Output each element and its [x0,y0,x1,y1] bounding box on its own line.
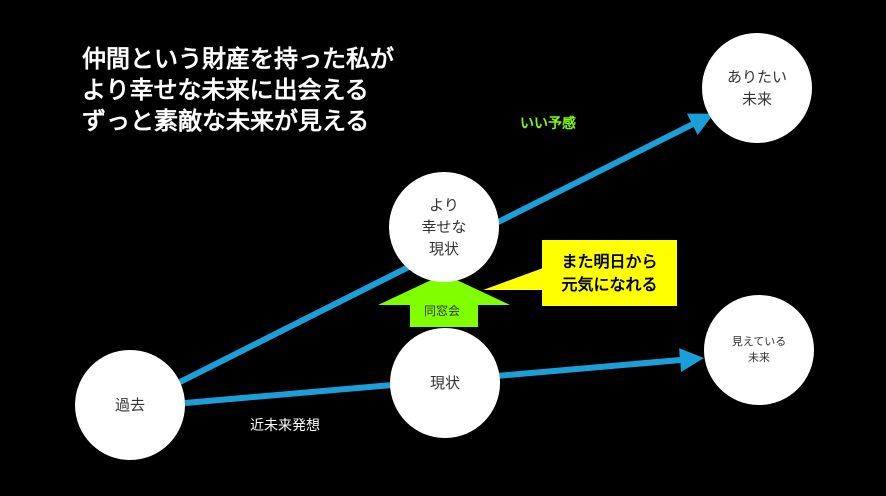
near-future-label: 近未来発想 [250,418,320,434]
node-visible-future: 見えている 未来 [704,295,814,405]
headline: 仲間という財産を持った私が より幸せな未来に出会える ずっと素敵な未来が見える [82,45,394,135]
callout-text: また明日から 元気になれる [561,252,658,294]
good-feeling-label: いい予感 [520,116,576,132]
callout-box [542,240,677,306]
callout-pointer [483,268,543,290]
node-ideal-future: ありたい 未来 [702,33,812,143]
reunion-up-arrow [378,274,510,327]
node-happier-current: より 幸せな 現状 [389,172,499,282]
node-current: 現状 [390,328,500,438]
node-past: 過去 [75,350,185,460]
reunion-label: 同窓会 [424,304,461,318]
